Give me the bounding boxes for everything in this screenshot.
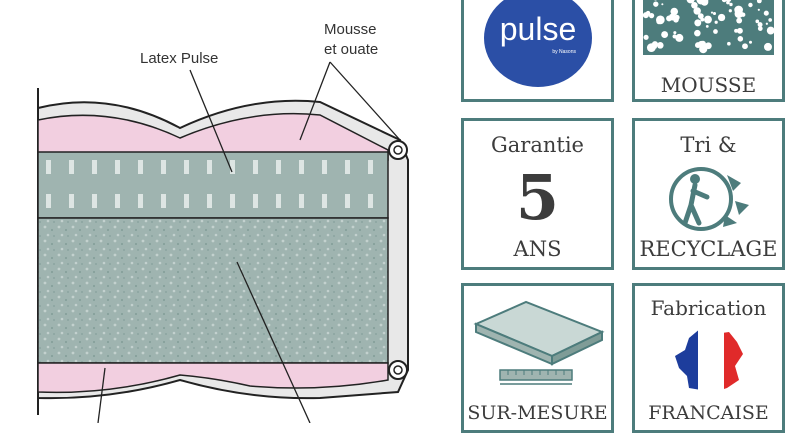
pulse-logo-small: by Nasons xyxy=(552,49,576,55)
sur-mesure-label: SUR-MESURE xyxy=(464,402,611,424)
badge-fabrication: Fabrication FRANCAISE xyxy=(632,283,785,433)
bottom-piping xyxy=(389,361,407,379)
garantie-line1: Garantie xyxy=(464,133,611,157)
tri-line2: RECYCLAGE xyxy=(635,237,782,261)
france-map-flag-icon xyxy=(671,326,751,396)
badge-sur-mesure: SUR-MESURE xyxy=(461,283,614,433)
fabrication-line1: Fabrication xyxy=(635,296,782,320)
fabrication-line2: FRANCAISE xyxy=(635,402,782,424)
latex-layer xyxy=(38,152,388,218)
badge-mousse-label: MOUSSE xyxy=(635,73,782,97)
badge-recyclage: Tri & RECYCLAGE xyxy=(632,118,785,270)
garantie-line2: ANS xyxy=(464,237,611,261)
mattress-cross-section-diagram: Latex Pulse Mousse et ouate xyxy=(0,0,440,423)
badge-garantie: Garantie 5 ANS xyxy=(461,118,614,270)
triman-recycling-icon xyxy=(665,161,755,237)
badge-mousse: MOUSSE xyxy=(632,0,785,102)
pulse-logo-text: pulse xyxy=(484,11,592,48)
top-piping xyxy=(389,141,407,159)
foam-core xyxy=(38,218,388,363)
label-mousse: Mousse xyxy=(324,21,377,38)
label-latex-pulse: Latex Pulse xyxy=(140,50,218,67)
pulse-logo: pulse by Nasons xyxy=(484,0,592,87)
badge-pulse: pulse by Nasons xyxy=(461,0,614,102)
mattress-ruler-icon xyxy=(464,286,611,386)
label-et-ouate: et ouate xyxy=(324,41,378,58)
tri-line1: Tri & xyxy=(635,133,782,157)
garantie-number: 5 xyxy=(464,163,611,233)
foam-texture-icon xyxy=(635,0,782,55)
